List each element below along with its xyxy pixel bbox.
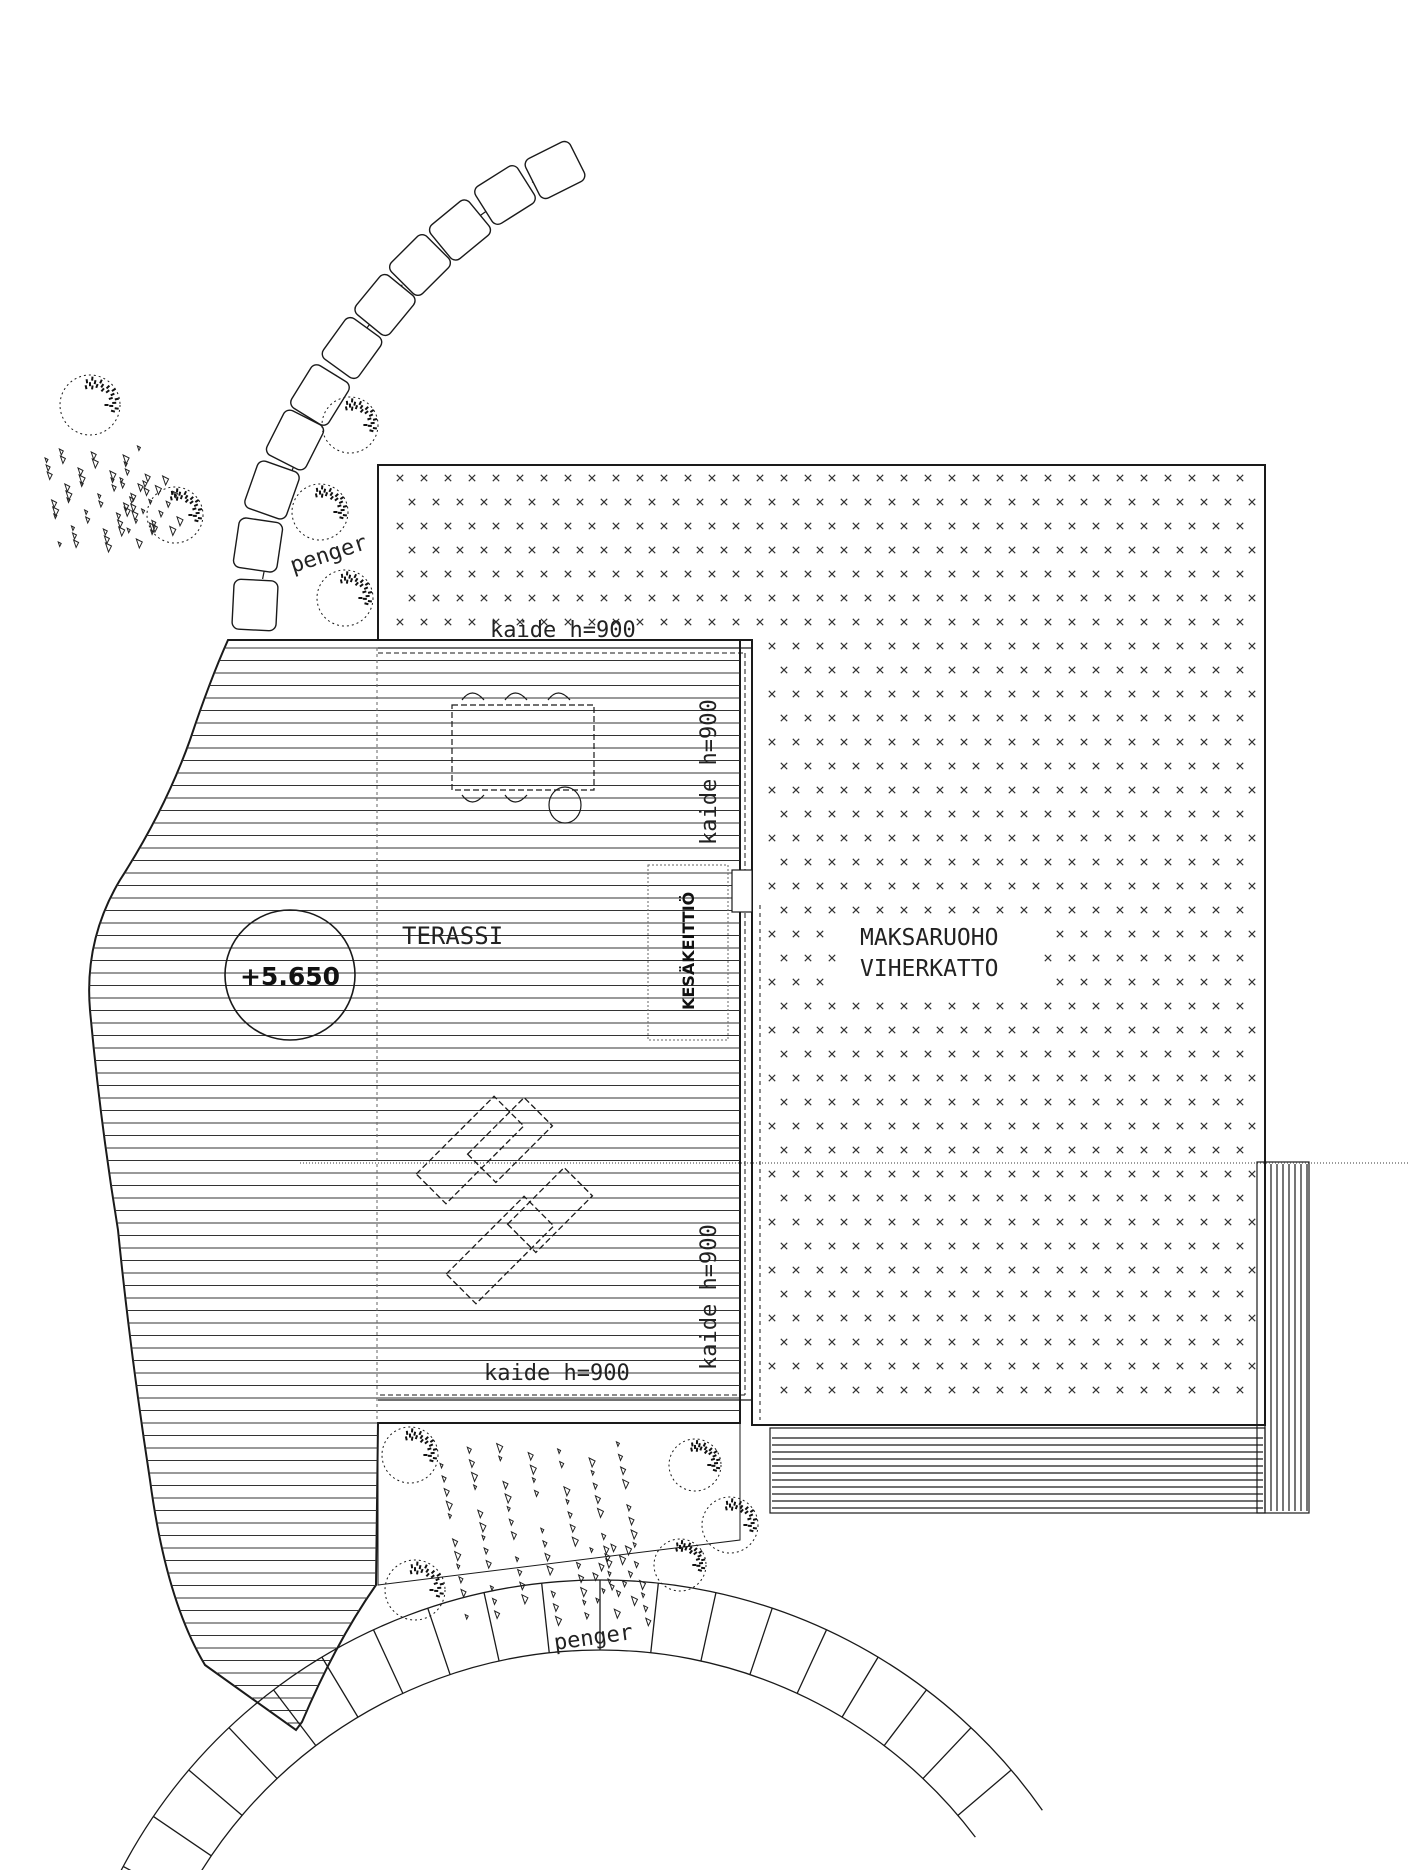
roof-label-line2: VIHERKATTO (860, 956, 998, 982)
drawing-labels: TERASSI +5.650 KESÄKEITTIÖ MAKSARUOHO VI… (240, 530, 999, 1656)
roof-label-line1: MAKSARUOHO (860, 925, 998, 951)
railing-label-right-upper: kaide h=900 (697, 699, 722, 845)
elevation-label: +5.650 (240, 962, 340, 991)
sedum-pattern (396, 474, 1256, 1394)
deck-boards (89, 647, 740, 1724)
railing-label-top: kaide h=900 (490, 618, 636, 643)
dining-table (451, 692, 595, 824)
stone-arc-bottom (120, 1579, 1043, 1870)
embankment-label-top: penger (287, 530, 370, 578)
garden-bed (377, 1422, 741, 1586)
terrace-label: TERASSI (402, 922, 503, 950)
elevation-marker (224, 909, 356, 1041)
summer-kitchen-outline (647, 864, 729, 1041)
railings (378, 647, 761, 1423)
railing-label-bottom: kaide h=900 (484, 1361, 630, 1386)
loungers (415, 1095, 594, 1305)
terrace-deck (88, 639, 741, 1732)
green-roof (377, 464, 1266, 1426)
kitchen-label: KESÄKEITTIÖ (679, 892, 698, 1010)
shrubs (44, 374, 759, 1628)
steps (769, 1161, 1310, 1514)
railing-label-right-lower: kaide h=900 (697, 1224, 722, 1370)
stone-path-top (231, 140, 586, 632)
